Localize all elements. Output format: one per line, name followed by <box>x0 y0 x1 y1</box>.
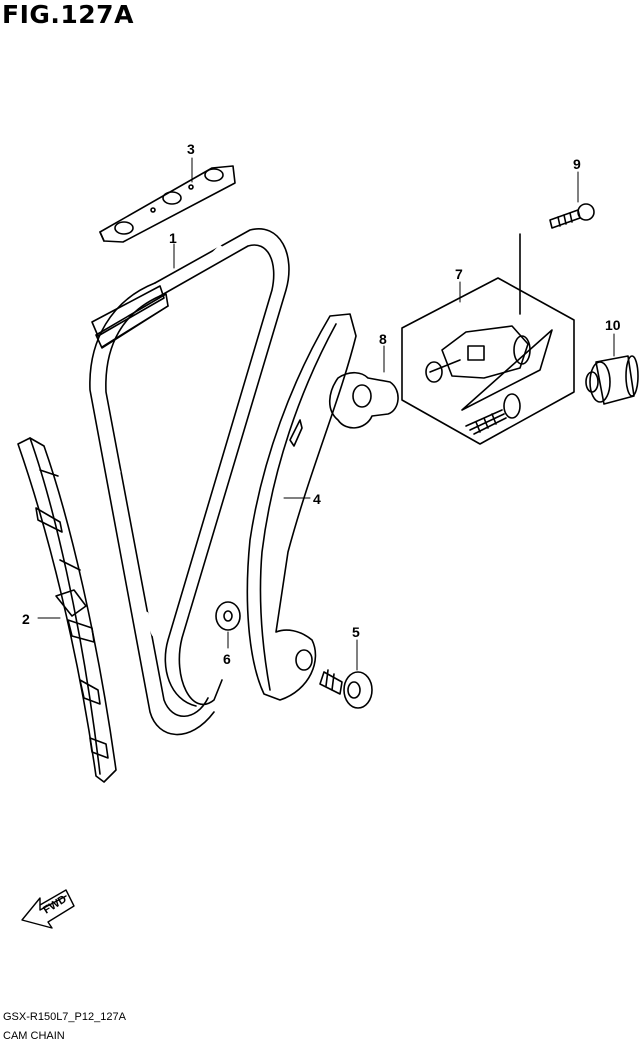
part-4-tensioner-arm <box>246 313 357 701</box>
leader-lines <box>37 157 615 671</box>
callout-4: 4 <box>313 491 321 507</box>
callout-5: 5 <box>352 624 360 640</box>
part-7-tensioner-assembly <box>401 233 575 445</box>
callout-9: 9 <box>573 156 581 172</box>
part-8-gasket <box>328 371 399 429</box>
callout-8: 8 <box>379 331 387 347</box>
part-9-bolt <box>549 203 595 229</box>
part-2-chain-guide <box>17 437 117 783</box>
callout-2: 2 <box>22 611 30 627</box>
callout-10: 10 <box>605 317 621 333</box>
part-3-guide-plate <box>99 165 236 243</box>
part-10-cap-bolt <box>585 355 639 405</box>
callout-6: 6 <box>223 651 231 667</box>
callout-7: 7 <box>455 266 463 282</box>
fwd-arrow-icon <box>21 889 75 929</box>
callout-3: 3 <box>187 141 195 157</box>
figure-title: FIG.127A <box>2 0 134 29</box>
part-1-cam-chain <box>89 228 290 736</box>
callout-1: 1 <box>169 230 177 246</box>
part-5-pivot-bolt <box>319 669 373 709</box>
callout-labels: 3 1 2 4 5 6 7 8 9 10 <box>22 141 621 667</box>
part-6-washer <box>215 601 241 631</box>
diagram-name: CAM CHAIN <box>3 1030 65 1042</box>
diagram-code: GSX-R150L7_P12_127A <box>3 1011 126 1023</box>
